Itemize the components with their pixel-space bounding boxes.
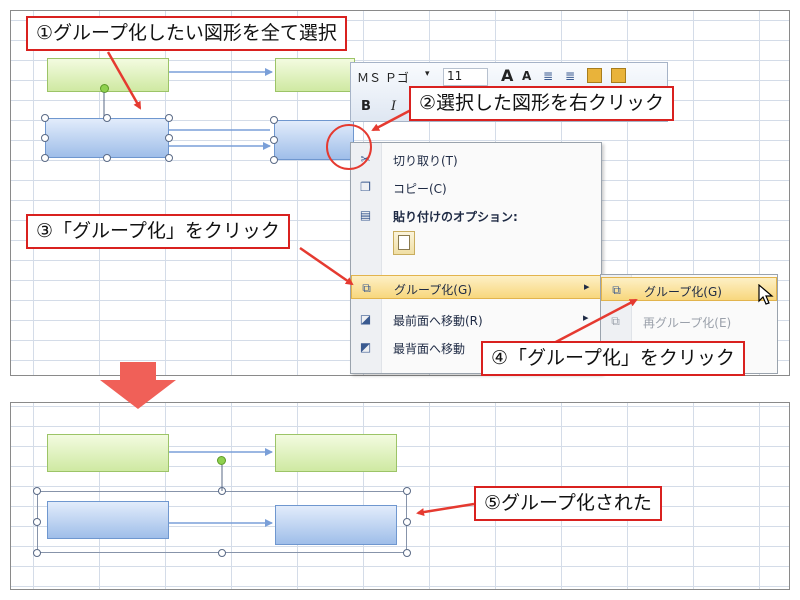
- dropdown-arrow-icon[interactable]: ▾: [425, 69, 430, 79]
- group-icon: ⧉: [612, 283, 621, 297]
- submenu-arrow-icon: ▸: [584, 280, 590, 293]
- font-size-box[interactable]: 11: [443, 68, 488, 86]
- menu-item-group[interactable]: ⧉ グループ化(G) ▸: [351, 275, 601, 299]
- selection-handle[interactable]: [270, 136, 278, 144]
- selection-handle[interactable]: [218, 487, 226, 495]
- blue-rectangle-shape-selected[interactable]: [274, 120, 354, 160]
- selection-handle[interactable]: [41, 134, 49, 142]
- callout-step1: ①グループ化したい図形を全て選択: [26, 16, 347, 51]
- green-rectangle-shape[interactable]: [47, 434, 169, 472]
- blue-rectangle-shape-selected[interactable]: [45, 118, 169, 158]
- indent-icon[interactable]: ≣: [565, 69, 576, 83]
- paste-option-button[interactable]: [393, 231, 415, 255]
- format-painter-icon[interactable]: [587, 68, 602, 83]
- indent-icon[interactable]: ≣: [543, 69, 554, 83]
- callout-step3: ③「グループ化」をクリック: [26, 214, 290, 249]
- italic-button[interactable]: I: [391, 99, 397, 114]
- context-menu: ✂ 切り取り(T) ❐ コピー(C) ▤ 貼り付けのオプション: ⧉ グループ化…: [350, 142, 602, 374]
- submenu-item-group[interactable]: ⧉ グループ化(G): [601, 277, 777, 301]
- group-bounding-box[interactable]: [37, 491, 407, 553]
- bold-button[interactable]: B: [361, 99, 371, 114]
- selection-handle[interactable]: [41, 114, 49, 122]
- selection-handle[interactable]: [403, 518, 411, 526]
- rotation-handle[interactable]: [217, 456, 226, 465]
- submenu-arrow-icon: ▸: [583, 311, 589, 324]
- selection-handle[interactable]: [165, 134, 173, 142]
- selection-handle[interactable]: [165, 114, 173, 122]
- selection-handle[interactable]: [270, 156, 278, 164]
- down-arrow-icon: [100, 362, 176, 409]
- callout-step4: ④「グループ化」をクリック: [481, 341, 745, 376]
- paste-icon: ▤: [359, 208, 372, 222]
- selection-handle[interactable]: [165, 154, 173, 162]
- menu-item-send-to-back[interactable]: ◩ 最背面へ移動: [359, 340, 466, 356]
- callout-step5: ⑤グループ化された: [474, 486, 662, 521]
- font-name-box[interactable]: ＭＳ Ｐゴ: [357, 71, 409, 85]
- selection-handle[interactable]: [33, 487, 41, 495]
- fill-color-icon[interactable]: [611, 68, 626, 83]
- green-rectangle-shape[interactable]: [275, 58, 355, 92]
- menu-item-copy[interactable]: ❐ コピー(C): [351, 175, 601, 199]
- blue-rectangle-shape[interactable]: [275, 505, 397, 545]
- copy-icon: ❐: [360, 180, 371, 194]
- menu-item-paste-options: ▤ 貼り付けのオプション:: [359, 208, 518, 224]
- selection-handle[interactable]: [270, 116, 278, 124]
- group-icon: ⧉: [362, 281, 371, 295]
- grow-font-icon[interactable]: A: [501, 66, 514, 85]
- selection-handle[interactable]: [403, 549, 411, 557]
- menu-item-cut[interactable]: ✂ 切り取り(T): [351, 147, 601, 171]
- regroup-icon: ⧉: [611, 314, 620, 328]
- clipboard-icon: [398, 235, 410, 250]
- bring-front-icon: ◪: [359, 312, 372, 326]
- selection-handle[interactable]: [33, 518, 41, 526]
- send-back-icon: ◩: [359, 340, 372, 354]
- mouse-cursor-icon: [758, 284, 774, 305]
- submenu-item-regroup[interactable]: ⧉ 再グループ化(E): [601, 309, 777, 333]
- menu-icon-strip: [351, 143, 382, 373]
- callout-step2: ②選択した図形を右クリック: [409, 86, 675, 121]
- selection-handle[interactable]: [403, 487, 411, 495]
- selection-handle[interactable]: [33, 549, 41, 557]
- selection-handle[interactable]: [103, 154, 111, 162]
- menu-item-bring-to-front[interactable]: ◪ 最前面へ移動(R) ▸: [359, 311, 589, 328]
- shrink-font-icon[interactable]: A: [522, 69, 532, 83]
- selection-handle[interactable]: [103, 114, 111, 122]
- selection-handle[interactable]: [218, 549, 226, 557]
- green-rectangle-shape[interactable]: [275, 434, 397, 472]
- blue-rectangle-shape[interactable]: [47, 501, 169, 539]
- scissors-icon: ✂: [360, 152, 371, 166]
- selection-handle[interactable]: [41, 154, 49, 162]
- rotation-handle[interactable]: [100, 84, 109, 93]
